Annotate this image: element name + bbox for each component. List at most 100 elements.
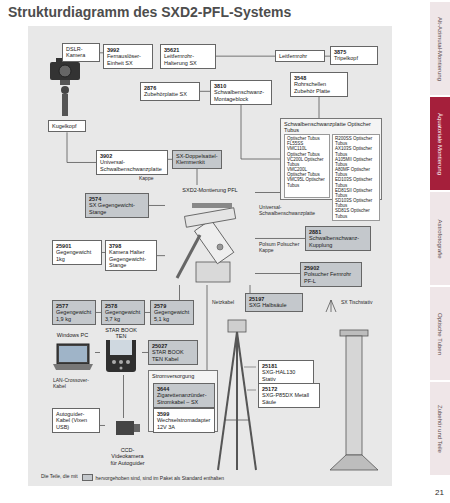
part-number: 25027 — [152, 343, 194, 349]
part-number: 2574 — [89, 196, 145, 202]
tube-list: Optischer Tubus FL55SSVMC110L Optischer … — [284, 134, 330, 198]
group-panel: Stromversorgung 3644Zigarettenanzünder-St… — [148, 370, 218, 432]
connector-line — [216, 56, 275, 57]
part-box: Autoguider-Kabel (Vixen USB) — [52, 408, 100, 433]
pier-illustration — [330, 330, 378, 470]
starbook-device — [126, 360, 130, 364]
callout-label: Universal-Schwalbenschwanzplatte — [258, 205, 320, 217]
section-tab: Alt-Azimutal-Montierung — [430, 2, 450, 95]
mount-illustration — [177, 203, 236, 282]
part-box: 2876Zubehörplatte SX — [140, 82, 200, 101]
part-number: 2881 — [309, 229, 367, 235]
part-number: 2579 — [154, 303, 190, 309]
callout-label: SX Tischstativ — [340, 300, 386, 306]
part-name: Alt-Azimutal-Montierung — [437, 16, 444, 80]
part-name: Schwalbenschwanz-Montageblock — [214, 89, 268, 102]
laptop-icon — [57, 344, 89, 364]
standard-part-box: 2574SX Gegengewicht-Stange — [85, 193, 149, 218]
part-name: SXG-P85DX Metall Säule — [262, 392, 316, 405]
pier-illustration — [340, 330, 368, 336]
camera-icon — [62, 94, 68, 116]
connector-line — [95, 352, 100, 353]
connector-line — [255, 192, 280, 193]
part-number: 3644 — [157, 386, 211, 392]
part-name: A80MF Optischer Tubus — [335, 167, 377, 177]
starbook-device — [120, 367, 123, 370]
tube-list: R200SS Optischer TubusAX103S Optischer T… — [332, 134, 380, 221]
part-name: Wechselstromadapter 12V 3A — [157, 417, 211, 430]
part-name: DSLR-Kamera — [66, 46, 96, 59]
part-name: Gegengewicht 3,7 kg — [105, 309, 141, 322]
part-name: Universal-Schwalbenschwanzplatte — [100, 159, 164, 172]
callout-label: Polsum Polsucher Kappe — [258, 242, 302, 254]
part-name: Rohrschellen Zubehör Platte — [294, 81, 344, 94]
mount-illustration — [194, 220, 233, 264]
part-name: Fernauslöser-Einheit SX — [107, 53, 149, 66]
starbook-device — [110, 340, 132, 355]
connector-line — [67, 132, 96, 162]
device-label-area: SXD2-Montierung PFL — [165, 185, 255, 285]
connector-line — [197, 169, 198, 185]
camera-icon — [61, 86, 69, 94]
part-name: Äquatoriale Montierung — [437, 112, 444, 174]
part-name: A105MII Optischer Tubus — [335, 157, 377, 167]
tripod-illustration — [236, 332, 238, 470]
page-title: Strukturdiagramm des SXD2-PFL-Systems — [8, 4, 291, 20]
part-box: Kugelkopf — [48, 120, 86, 132]
laptop-icon — [53, 364, 93, 370]
starbook-device — [112, 360, 116, 364]
mount-illustration — [185, 208, 236, 228]
part-name: Zubehör und Teile — [437, 405, 444, 453]
part-name: SX Gegengewicht-Stange — [89, 202, 145, 215]
connector-line — [200, 91, 210, 92]
legend-swatch — [82, 474, 93, 481]
part-number: 3902 — [100, 153, 164, 159]
part-number: 25172 — [262, 386, 316, 392]
table-tripod-icon — [326, 300, 331, 312]
part-number: 3798 — [109, 243, 153, 249]
part-box: 25901Gegengewicht 1kg — [52, 240, 102, 265]
part-number: 3599 — [157, 411, 211, 417]
part-number: 35621 — [164, 47, 212, 53]
part-name: ED81SII Optischer Tubus — [335, 188, 377, 198]
part-name: Gegengewicht 1,9 kg — [56, 309, 92, 322]
connector-line — [149, 205, 165, 206]
part-name: Tripelkopf — [334, 55, 374, 61]
part-box: 3548Rohrschellen Zubehör Platte — [290, 72, 348, 97]
part-box: Leitfernrohr — [275, 50, 325, 62]
laptop-icon — [59, 346, 87, 362]
camera-icon — [60, 80, 70, 85]
part-name: Astrofotografie — [437, 219, 444, 258]
part-name: Optischer Tubus FL55SS — [287, 136, 327, 146]
part-name: Zigarettenanzünder-Stromkabel – SX — [157, 392, 211, 405]
section-tab: Optische Tuben — [430, 287, 450, 380]
connector-line — [325, 56, 330, 57]
table-tripod-icon — [326, 300, 336, 312]
tripod-illustration — [218, 332, 237, 470]
camera-icon — [59, 65, 71, 77]
part-name: AX103S Optischer Tubus — [335, 146, 377, 156]
part-number: 25901 — [56, 243, 98, 249]
callout-label: LAN-Crossover-Kabel — [52, 378, 102, 390]
part-box: 3875Tripelkopf — [330, 46, 378, 65]
standard-part-box: 25027STAR BOOK TEN Kabel — [148, 340, 198, 365]
part-box: 3599Wechselstromadapter 12V 3A — [153, 408, 215, 433]
section-tab: Zubehör und Teile — [430, 382, 450, 475]
connector-line — [102, 252, 105, 253]
part-name: Stromversorgung — [152, 373, 214, 379]
legend-entry: hervorgehoben sind, sind im Paket als St… — [82, 474, 224, 481]
part-box: 3810Schwalbenschwanz-Montageblock — [210, 80, 272, 105]
laptop-icon — [53, 344, 93, 370]
part-name: STAR BOOK TEN — [103, 327, 139, 340]
part-name: SD103S Optischer Tubus — [335, 198, 377, 208]
table-tripod-icon — [331, 300, 336, 312]
part-number: 3548 — [294, 75, 344, 81]
part-name: STAR BOOK TEN Kabel — [152, 349, 194, 362]
pier-illustration — [346, 336, 362, 455]
part-name: VMC95L Optischer Tubus — [287, 177, 327, 187]
part-name: Schwalbenschwanz-Kupplung — [309, 235, 367, 248]
part-name: VMC110L Optischer Tubus — [287, 146, 327, 156]
part-name: Leitfernrohr-Halterung SX — [164, 53, 212, 66]
part-name: Windows PC — [56, 332, 89, 338]
